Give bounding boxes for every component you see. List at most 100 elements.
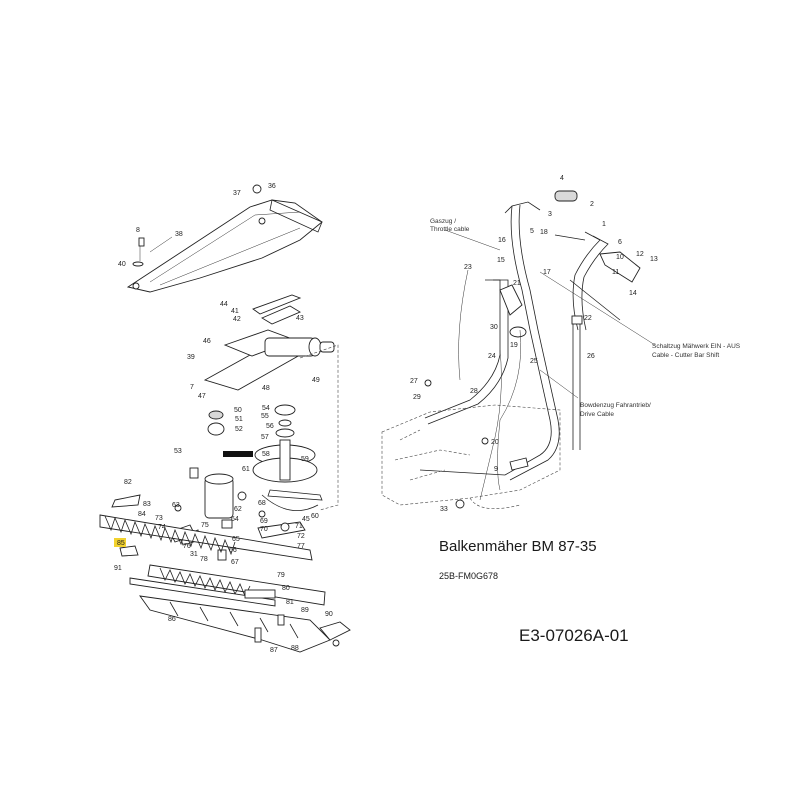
throttle-cable-label-en: Throttle cable [430, 226, 470, 233]
engine-housing-outline [381, 404, 561, 510]
part-label-33: 33 [440, 506, 448, 513]
part-label-43: 43 [296, 315, 304, 322]
part-label-12: 12 [636, 251, 644, 258]
part-label-39: 39 [187, 354, 195, 361]
part-label-72: 72 [297, 533, 305, 540]
part-label-69: 69 [260, 518, 268, 525]
part-label-56: 56 [266, 423, 274, 430]
part-label-38: 38 [175, 231, 183, 238]
part-label-11: 11 [612, 269, 619, 276]
part-label-40: 40 [118, 261, 126, 268]
cutter-bar-part [99, 514, 351, 653]
part-label-82: 82 [124, 479, 132, 486]
part-label-70: 70 [260, 526, 268, 533]
part-label-30: 30 [490, 324, 498, 331]
part-label-6: 6 [618, 239, 622, 246]
part-label-41: 41 [231, 308, 239, 315]
part-label-80: 80 [282, 585, 290, 592]
part-label-76: 76 [183, 543, 191, 550]
part-label-31: 31 [190, 551, 198, 558]
part-label-84: 84 [138, 511, 146, 518]
part-label-45: 45 [302, 516, 310, 523]
cutter-shift-label-en: Cable - Cutter Bar Shift [652, 352, 719, 359]
diagram-reference: E3-07026A-01 [519, 626, 629, 645]
part-label-7: 7 [190, 384, 194, 391]
part-label-58: 58 [262, 451, 270, 458]
part-label-67: 67 [231, 559, 239, 566]
part-label-8: 8 [136, 227, 140, 234]
part-label-54: 54 [262, 405, 270, 412]
part-label-63: 63 [172, 502, 180, 509]
part-label-26: 26 [587, 353, 595, 360]
highlight-marker [114, 538, 126, 547]
part-label-47: 47 [198, 393, 206, 400]
part-label-74: 74 [158, 524, 166, 531]
part-label-13: 13 [650, 256, 658, 263]
part-label-52: 52 [235, 426, 243, 433]
handlebar-parts [419, 190, 641, 509]
part-label-77: 77 [297, 543, 305, 550]
part-label-9: 9 [494, 466, 498, 473]
part-label-18: 18 [540, 229, 548, 236]
part-label-57: 57 [261, 434, 269, 441]
part-label-20: 20 [491, 439, 499, 446]
part-label-10: 10 [616, 254, 624, 261]
part-label-61: 61 [242, 466, 250, 473]
throttle-cable-label-de: Gaszug / [430, 218, 456, 225]
part-label-90: 90 [325, 611, 333, 618]
part-label-66: 66 [229, 547, 237, 554]
part-label-14: 14 [629, 290, 637, 297]
part-label-19: 19 [510, 342, 518, 349]
part-label-44: 44 [220, 301, 228, 308]
part-label-36: 36 [268, 183, 276, 190]
part-label-83: 83 [143, 501, 151, 508]
part-label-15: 15 [497, 257, 505, 264]
part-label-5: 5 [530, 228, 534, 235]
part-label-25: 25 [530, 358, 538, 365]
part-label-59: 59 [301, 456, 309, 463]
part-label-53: 53 [174, 448, 182, 455]
part-label-89: 89 [301, 607, 309, 614]
belt-cover-part [126, 184, 323, 293]
part-label-87: 87 [270, 647, 278, 654]
part-label-75: 75 [201, 522, 209, 529]
part-label-29: 29 [413, 394, 421, 401]
part-label-42: 42 [233, 316, 241, 323]
part-label-16: 16 [498, 237, 506, 244]
part-label-79: 79 [277, 572, 285, 579]
part-label-22: 22 [584, 315, 592, 322]
part-label-55: 55 [261, 413, 269, 420]
part-label-85: 85 [117, 540, 125, 547]
part-label-81: 81 [286, 599, 294, 606]
drive-housing-parts [203, 294, 339, 511]
part-label-64: 64 [231, 516, 239, 523]
part-label-1: 1 [602, 221, 606, 228]
callout-lines [149, 229, 656, 399]
part-label-23: 23 [464, 264, 472, 271]
throttle-cable-annotation: Gaszug / Throttle cable [430, 218, 470, 233]
part-label-60: 60 [311, 513, 319, 520]
part-label-2: 2 [590, 201, 594, 208]
part-label-68: 68 [258, 500, 266, 507]
part-label-4: 4 [560, 175, 564, 182]
part-label-27: 27 [410, 378, 418, 385]
diagram-title: Balkenmäher BM 87-35 [439, 538, 597, 555]
drive-cable-annotation: Bowdenzug Fahrantrieb/ Drive Cable [580, 402, 651, 418]
part-label-86: 86 [168, 616, 176, 623]
part-label-46: 46 [203, 338, 211, 345]
drive-cable-label-en: Drive Cable [580, 411, 614, 418]
part-label-73: 73 [155, 515, 163, 522]
part-label-17: 17 [543, 269, 551, 276]
part-label-78: 78 [200, 556, 208, 563]
part-label-51: 51 [235, 416, 243, 423]
part-label-28: 28 [470, 388, 478, 395]
part-label-48: 48 [262, 385, 270, 392]
model-code: 25B-FM0G678 [439, 571, 499, 581]
part-label-62: 62 [234, 506, 242, 513]
part-label-37: 37 [233, 190, 241, 197]
part-label-49: 49 [312, 377, 320, 384]
part-label-24: 24 [488, 353, 496, 360]
drive-cable-label-de: Bowdenzug Fahrantrieb/ [580, 402, 651, 409]
